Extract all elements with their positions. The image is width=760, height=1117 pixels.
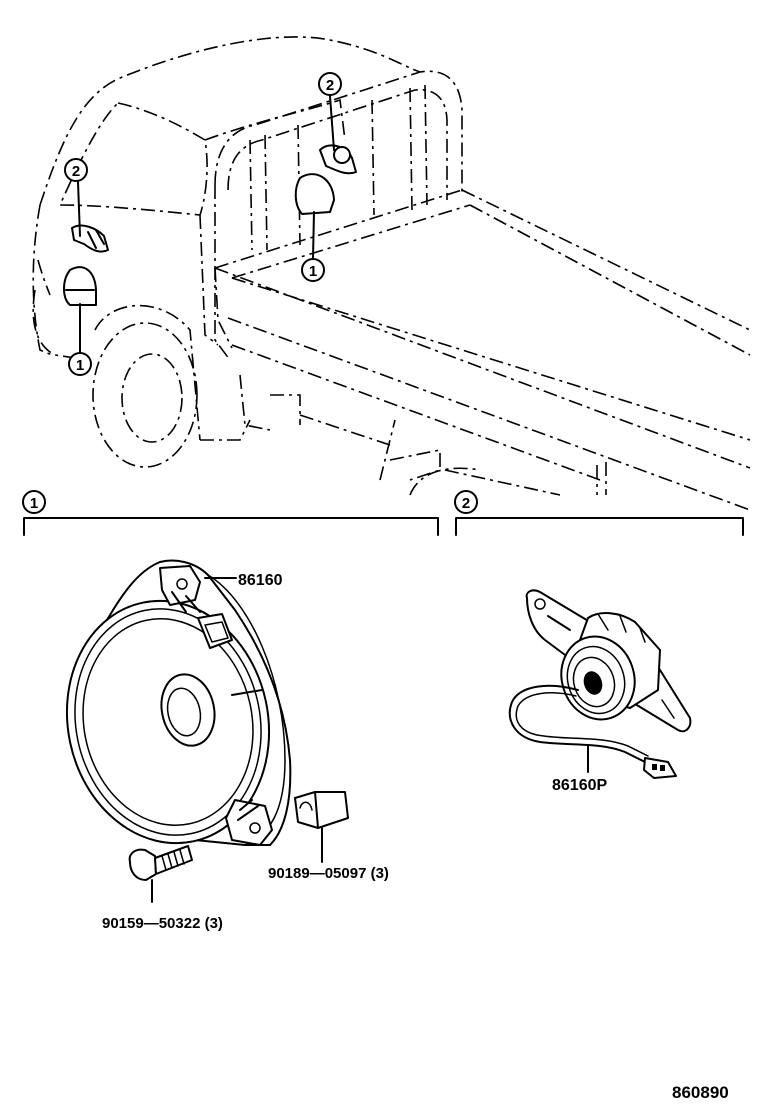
callout-front-tweeter: 2 <box>64 158 88 182</box>
chassis-step <box>270 394 301 425</box>
tweeter-86160p-drawing <box>508 589 692 779</box>
chassis-front <box>239 374 271 431</box>
svg-text:1: 1 <box>309 263 317 280</box>
speaker-ring-2 <box>74 608 262 836</box>
speaker-dust-cap <box>160 673 216 747</box>
speaker-slot <box>231 689 263 696</box>
front-bumper <box>32 289 91 361</box>
callout-rear-tweeter: 2 <box>318 72 342 96</box>
cab-back <box>214 185 231 361</box>
chassis-rear <box>444 469 561 496</box>
leader-rear-tweeter <box>329 95 335 151</box>
figure-id: 860890 <box>672 1083 729 1102</box>
speaker-cone <box>82 618 254 826</box>
tweeter-wire <box>508 684 646 763</box>
rear-wheel <box>409 467 481 496</box>
bed-front-top <box>214 189 463 269</box>
svg-text:2: 2 <box>72 163 80 180</box>
guard-bar-2 <box>264 134 268 251</box>
front-wheel-outer <box>92 322 198 468</box>
wheel-arch <box>94 304 201 441</box>
section-header-tweeter: 2 <box>454 490 744 536</box>
guard-bar-1 <box>249 139 253 251</box>
guard-frame-inner <box>227 89 448 200</box>
label-screw: 90159—50322 (3) <box>102 915 223 932</box>
rear-mudflap <box>379 419 441 481</box>
bed-back-top <box>461 189 751 331</box>
cab-side-top <box>204 98 346 141</box>
bed-inner-front <box>231 204 471 279</box>
nut-drawing <box>294 791 349 863</box>
guard-bar-4 <box>371 99 375 216</box>
svg-text:1: 1 <box>30 495 38 512</box>
leader-front-tweeter <box>77 181 81 237</box>
front-underbody <box>200 419 251 441</box>
cab-roof <box>39 36 421 206</box>
screw-drawing <box>128 845 193 903</box>
leader-rear-speaker <box>312 211 315 259</box>
bed-floor-line <box>469 204 751 356</box>
section-header-speaker: 1 <box>22 490 439 536</box>
svg-text:2: 2 <box>326 77 334 94</box>
speaker-tab-bottom <box>225 799 273 846</box>
label-speaker-86160: 86160 <box>238 572 283 589</box>
callout-rear-speaker: 1 <box>301 258 325 282</box>
speaker-tab-top <box>159 565 201 606</box>
front-wheel-inner <box>121 353 183 443</box>
headlight <box>37 259 51 296</box>
guard-frame-outer <box>214 70 463 195</box>
rear-speaker-mark <box>294 173 335 215</box>
truck-illustration: 2 1 2 1 <box>32 36 751 511</box>
svg-text:2: 2 <box>462 495 470 512</box>
callout-front-speaker: 1 <box>68 352 92 376</box>
front-speaker-mark <box>63 266 97 306</box>
bed-inner-left <box>231 277 751 441</box>
speaker-86160-drawing <box>65 559 292 846</box>
cab-door-line <box>199 214 219 346</box>
speaker-dust-cap-inner <box>166 687 202 737</box>
windshield <box>58 102 208 216</box>
label-nut: 90189—05097 (3) <box>268 865 389 882</box>
front-tweeter-mark <box>71 224 109 253</box>
guard-bar-5 <box>409 87 413 211</box>
bed-corner-post <box>596 462 607 495</box>
chassis-rail <box>299 414 391 446</box>
bed-side-lower <box>231 344 601 481</box>
bed-front-edge <box>214 267 233 349</box>
svg-text:1: 1 <box>76 357 84 374</box>
front-tweeter-clip <box>87 229 105 249</box>
label-tweeter-86160p: 86160P <box>552 777 607 794</box>
guard-bar-6 <box>424 84 428 206</box>
rear-tweeter-cap <box>333 146 351 164</box>
bed-side-bottom <box>227 317 751 511</box>
tweeter-dome <box>583 671 603 695</box>
cab-front <box>32 204 53 356</box>
